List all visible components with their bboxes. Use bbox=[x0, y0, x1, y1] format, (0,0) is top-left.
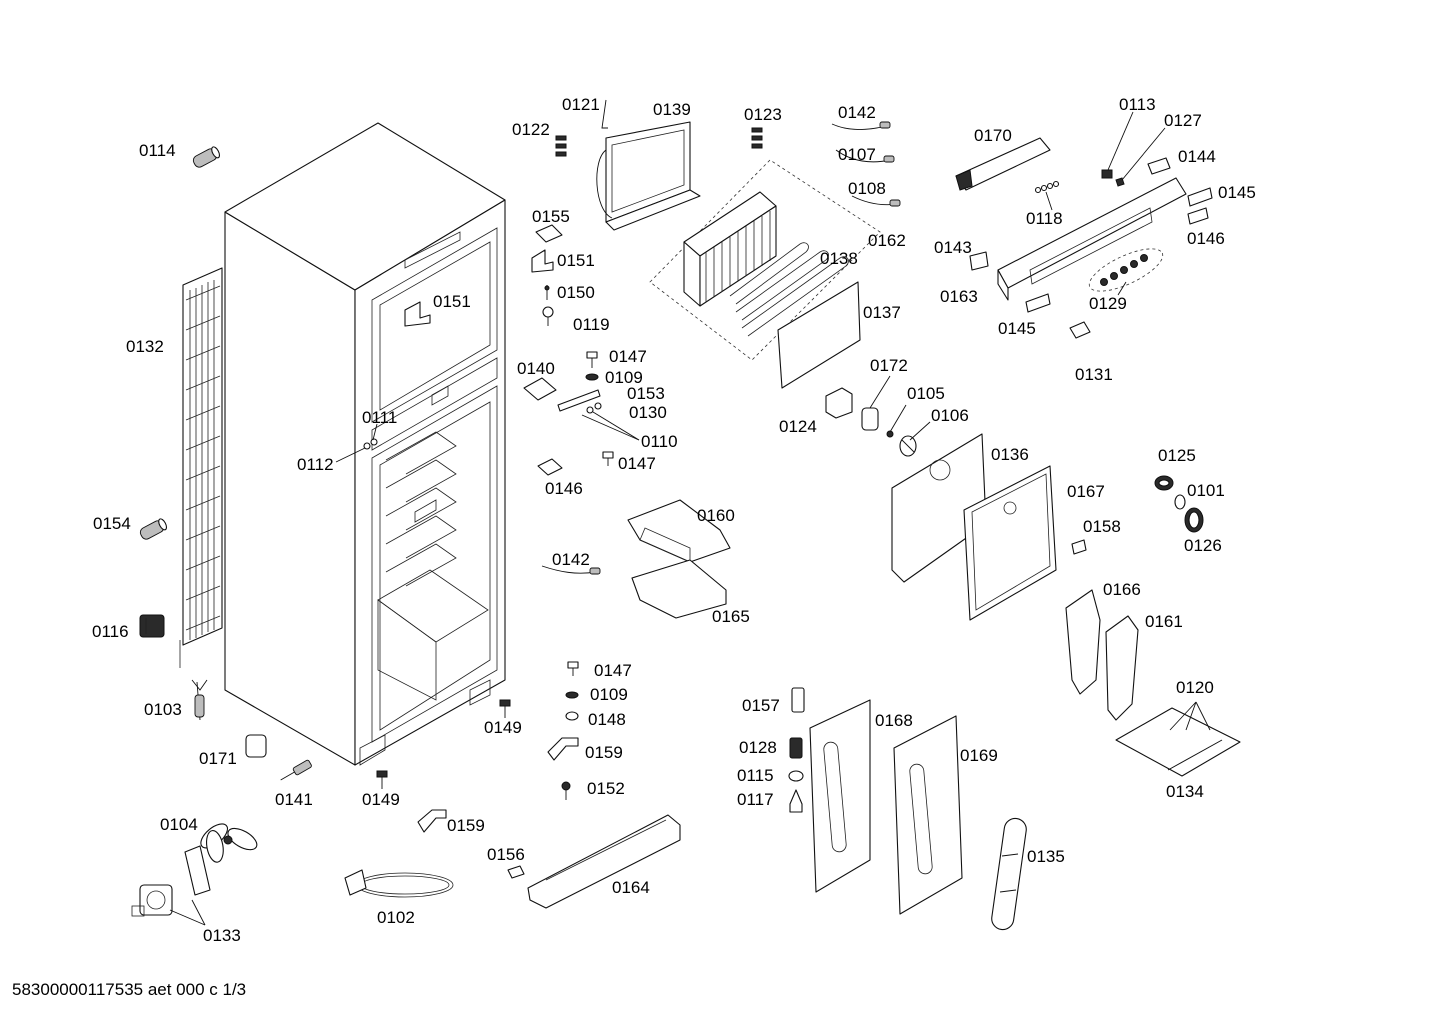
label-0148: 0148 bbox=[588, 710, 626, 729]
label-0104: 0104 bbox=[160, 815, 198, 834]
label-0146: 0146 bbox=[1187, 229, 1225, 248]
label-0144: 0144 bbox=[1178, 147, 1216, 166]
label-0165: 0165 bbox=[712, 607, 750, 626]
label-0133: 0133 bbox=[203, 926, 241, 945]
label-0154: 0154 bbox=[93, 514, 131, 533]
label-0142: 0142 bbox=[552, 550, 590, 569]
label-0137: 0137 bbox=[863, 303, 901, 322]
label-0139: 0139 bbox=[653, 100, 691, 119]
label-0152: 0152 bbox=[587, 779, 625, 798]
part-labels: 0114 0132 0154 0116 0103 0171 0141 0104 … bbox=[92, 95, 1256, 945]
label-0162: 0162 bbox=[868, 231, 906, 250]
label-0150: 0150 bbox=[557, 283, 595, 302]
label-0114: 0114 bbox=[139, 141, 176, 160]
label-0125: 0125 bbox=[1158, 446, 1196, 465]
label-0136: 0136 bbox=[991, 445, 1029, 464]
label-0146: 0146 bbox=[545, 479, 583, 498]
label-0142: 0142 bbox=[838, 103, 876, 122]
label-0124: 0124 bbox=[779, 417, 817, 436]
right-panels bbox=[788, 433, 1241, 931]
label-0168: 0168 bbox=[875, 711, 913, 730]
label-0147: 0147 bbox=[618, 454, 656, 473]
label-0108: 0108 bbox=[848, 179, 886, 198]
label-0119: 0119 bbox=[573, 315, 610, 334]
label-0131: 0131 bbox=[1075, 365, 1113, 384]
document-id-footer: 58300000117535 aet 000 c 1/3 bbox=[12, 980, 247, 999]
label-0171: 0171 bbox=[199, 749, 237, 768]
label-0156: 0156 bbox=[487, 845, 525, 864]
label-0151: 0151 bbox=[433, 292, 471, 311]
label-0128: 0128 bbox=[739, 738, 777, 757]
label-0112: 0112 bbox=[297, 455, 334, 474]
label-0158: 0158 bbox=[1083, 517, 1121, 536]
label-0109: 0109 bbox=[605, 368, 643, 387]
label-0122: 0122 bbox=[512, 120, 550, 139]
label-0129: 0129 bbox=[1089, 294, 1127, 313]
label-0120: 0120 bbox=[1176, 678, 1214, 697]
label-0115: 0115 bbox=[737, 766, 774, 785]
label-0141: 0141 bbox=[275, 790, 313, 809]
small-parts-left bbox=[131, 146, 511, 917]
label-0102: 0102 bbox=[377, 908, 415, 927]
label-0145: 0145 bbox=[998, 319, 1036, 338]
label-0126: 0126 bbox=[1184, 536, 1222, 555]
label-0172: 0172 bbox=[870, 356, 908, 375]
label-0110: 0110 bbox=[641, 432, 678, 451]
label-0101: 0101 bbox=[1187, 481, 1225, 500]
label-0135: 0135 bbox=[1027, 847, 1065, 866]
label-0160: 0160 bbox=[697, 506, 735, 525]
label-0169: 0169 bbox=[960, 746, 998, 765]
label-0123: 0123 bbox=[744, 105, 782, 124]
evaporator-group bbox=[649, 121, 917, 457]
label-0159: 0159 bbox=[447, 816, 485, 835]
label-0107: 0107 bbox=[838, 145, 876, 164]
label-0157: 0157 bbox=[742, 696, 780, 715]
label-0166: 0166 bbox=[1103, 580, 1141, 599]
label-0134: 0134 bbox=[1166, 782, 1204, 801]
control-panel-group bbox=[955, 137, 1213, 339]
label-0145: 0145 bbox=[1218, 183, 1256, 202]
label-0159: 0159 bbox=[585, 743, 623, 762]
condenser-0132 bbox=[179, 267, 223, 668]
small-parts-centre bbox=[404, 99, 731, 909]
label-0164: 0164 bbox=[612, 878, 650, 897]
label-0116: 0116 bbox=[92, 622, 129, 641]
label-0170: 0170 bbox=[974, 126, 1012, 145]
label-0140: 0140 bbox=[517, 359, 555, 378]
label-0111: 0111 bbox=[362, 408, 397, 427]
label-0106: 0106 bbox=[931, 406, 969, 425]
label-0149: 0149 bbox=[362, 790, 400, 809]
label-0121: 0121 bbox=[562, 95, 600, 114]
label-0151: 0151 bbox=[557, 251, 595, 270]
label-0149: 0149 bbox=[484, 718, 522, 737]
label-0103: 0103 bbox=[144, 700, 182, 719]
label-0109: 0109 bbox=[590, 685, 628, 704]
label-0118: 0118 bbox=[1026, 209, 1063, 228]
label-0105: 0105 bbox=[907, 384, 945, 403]
label-0130: 0130 bbox=[629, 403, 667, 422]
label-0163: 0163 bbox=[940, 287, 978, 306]
leader-lines bbox=[169, 111, 1166, 926]
label-0167: 0167 bbox=[1067, 482, 1105, 501]
label-0127: 0127 bbox=[1164, 111, 1202, 130]
cabinet bbox=[224, 122, 506, 766]
label-0147: 0147 bbox=[594, 661, 632, 680]
label-0155: 0155 bbox=[532, 207, 570, 226]
label-0113: 0113 bbox=[1119, 95, 1156, 114]
label-0153: 0153 bbox=[627, 384, 665, 403]
label-0147: 0147 bbox=[609, 347, 647, 366]
label-0132: 0132 bbox=[126, 337, 164, 356]
label-0161: 0161 bbox=[1145, 612, 1183, 631]
label-0143: 0143 bbox=[934, 238, 972, 257]
label-0138: 0138 bbox=[820, 249, 858, 268]
label-0117: 0117 bbox=[737, 790, 774, 809]
